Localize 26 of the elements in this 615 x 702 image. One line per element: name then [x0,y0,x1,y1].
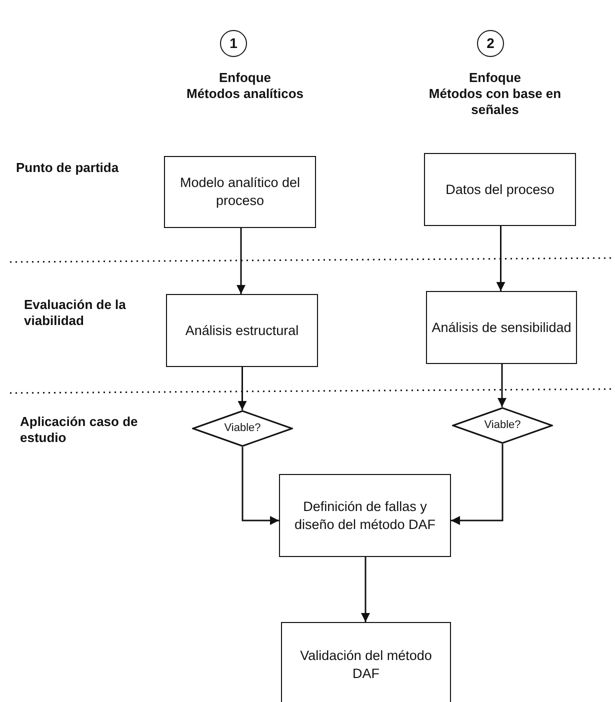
row-label: Punto de partida [16,160,119,175]
decision-text: Viable? [224,421,261,436]
arrow [238,367,247,410]
decision-diamond [452,407,553,444]
process-box: Datos del proceso [424,153,576,226]
decision-text: Viable? [484,418,521,433]
process-box: Definición de fallas y diseño del método DAF [279,474,451,557]
row-label: Aplicación caso de estudio [20,414,138,446]
process-box: Análisis de sensibilidad [426,291,577,364]
column-heading: Métodos analíticos [186,86,304,101]
arrow [498,364,506,407]
arrow [361,557,370,622]
arrow [496,226,506,291]
arrow [242,447,279,525]
row-label: Evaluación de la viabilidad [24,297,126,328]
process-box: Modelo analítico del proceso [164,156,316,228]
column-heading: Enfoque [219,70,271,85]
arrow [451,444,504,525]
arrow [236,228,246,294]
number-circle: 2 [477,30,504,57]
column-heading: Métodos con base en señales [428,86,562,118]
number-circle: 1 [220,30,247,57]
process-box: Análisis estructural [166,294,318,367]
column-heading: Enfoque [469,70,521,85]
decision-diamond [192,410,293,447]
process-box: Validación del método DAF [281,622,451,702]
